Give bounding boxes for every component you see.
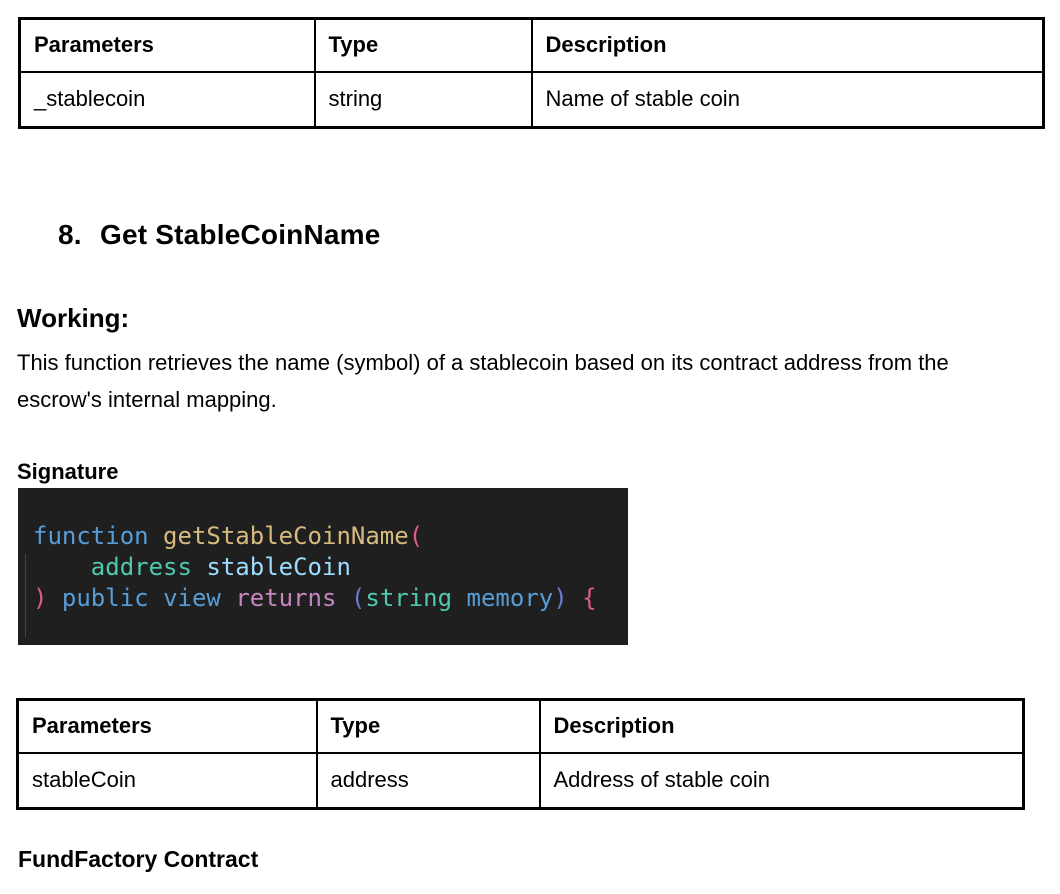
code-token-function: getStableCoinName	[163, 522, 409, 550]
working-description: This function retrieves the name (symbol…	[17, 350, 949, 412]
working-label: Working:	[17, 303, 130, 333]
code-token-bracket1: (	[408, 522, 424, 550]
code-token-control: returns	[235, 584, 337, 612]
fundfactory-heading: FundFactory Contract	[18, 846, 259, 872]
code-token-keyword: memory	[466, 584, 554, 612]
code-token	[47, 584, 61, 612]
column-header: Parameters	[18, 17, 316, 73]
code-token	[568, 584, 582, 612]
table-cell: address	[315, 751, 541, 810]
code-token-bracket2: )	[553, 584, 568, 612]
code-token	[33, 553, 91, 581]
code-token	[192, 553, 206, 581]
table-cell: _stablecoin	[18, 70, 316, 129]
code-block: function getStableCoinName( address stab…	[18, 488, 628, 645]
signature-label: Signature	[17, 459, 119, 484]
code-line: ) public view returns (string memory) {	[33, 583, 628, 614]
code-token	[149, 522, 163, 550]
code-token-bracket1: )	[33, 584, 48, 612]
code-token-type: string	[365, 584, 453, 612]
column-header: Type	[315, 698, 541, 754]
table-cell: Address of stable coin	[538, 751, 1025, 810]
code-token	[221, 584, 235, 612]
code-line: address stableCoin	[33, 552, 628, 583]
code-token-keyword: function	[33, 522, 149, 550]
column-header: Parameters	[16, 698, 318, 754]
table-cell: stableCoin	[16, 751, 318, 810]
code-token-keyword: view	[163, 584, 221, 612]
code-token-type: address	[90, 553, 192, 581]
table-cell: string	[313, 70, 533, 129]
table-cell: Name of stable coin	[530, 70, 1045, 129]
code-token-bracket1: {	[582, 584, 597, 612]
section-number: 8.	[58, 219, 82, 250]
section-heading: 8. Get StableCoinName	[58, 219, 381, 251]
code-line: function getStableCoinName(	[33, 521, 628, 552]
column-header: Description	[530, 17, 1045, 73]
code-token-keyword: public	[61, 584, 149, 612]
column-header: Type	[313, 17, 533, 73]
indent-guide	[25, 554, 26, 637]
code-token-bracket2: (	[350, 584, 366, 612]
section-title: Get StableCoinName	[100, 219, 381, 250]
column-header: Description	[538, 698, 1025, 754]
code-token-variable: stableCoin	[206, 553, 351, 581]
code-token	[336, 584, 350, 612]
code-line	[33, 614, 628, 645]
code-token	[452, 584, 466, 612]
code-token	[149, 584, 163, 612]
code-lines: function getStableCoinName( address stab…	[33, 521, 628, 645]
